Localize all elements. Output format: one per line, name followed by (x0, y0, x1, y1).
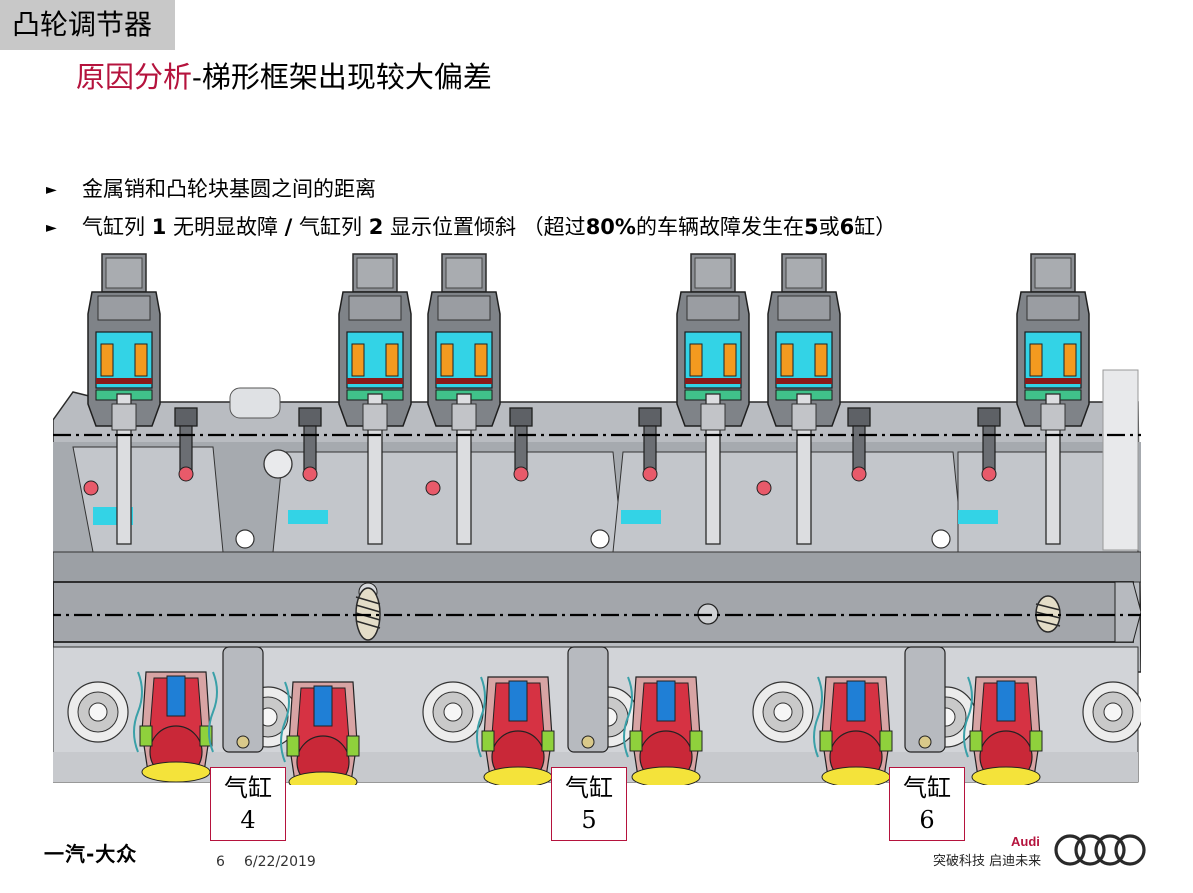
bank-number-1: 1 (151, 215, 167, 239)
cylinder-6-ref: 6 (839, 215, 855, 239)
camshaft-section-drawing (53, 253, 1141, 785)
audi-rings-icon (1054, 834, 1146, 866)
brand-name: Audi (1011, 834, 1040, 849)
cylinder-5-label: 气缸 5 (551, 767, 627, 841)
camshaft-section-figure (53, 252, 1141, 785)
slide-date: 6/22/2019 (244, 854, 316, 870)
cylinder-5-ref: 5 (803, 215, 819, 239)
slash: / (284, 215, 293, 239)
cylinder-4-label: 气缸 4 (210, 767, 286, 841)
cylinder-6-label: 气缸 6 (889, 767, 965, 841)
cylinder-5-word: 气缸 (565, 774, 613, 802)
bank-number-2: 2 (368, 215, 384, 239)
cylinder-6-word: 气缸 (903, 774, 951, 802)
title-accent: 原因分析 (76, 60, 193, 94)
cylinder-5-number: 5 (581, 806, 597, 834)
cylinder-6-number: 6 (919, 806, 935, 834)
cylinder-4-number: 4 (240, 806, 256, 834)
title-rest: -梯形框架出现较大偏差 (192, 60, 492, 94)
section-tag: 凸轮调节器 (0, 0, 175, 50)
bullet-text-2a: 气缸列 (82, 215, 152, 239)
slide-title: 原因分析-梯形框架出现较大偏差 (76, 55, 492, 99)
bullet-item-1: ► 金属销和凸轮块基圆之间的距离 (46, 170, 1166, 208)
brand-slogan: 突破科技 启迪未来 (933, 854, 1042, 869)
bullet-list: ► 金属销和凸轮块基圆之间的距离 ► 气缸列 1 无明显故障 / 气缸列 2 显… (46, 170, 1166, 246)
bullet-text-2k: 或 (818, 215, 840, 239)
arrow-bullet-icon: ► (46, 220, 57, 236)
company-logo: 一汽-大众 (44, 842, 138, 866)
bullet-text-2g: 显示位置倾斜 （超过 (383, 215, 586, 239)
arrow-bullet-icon: ► (46, 182, 57, 198)
page-number: 6 (216, 854, 225, 870)
bullet-item-2: ► 气缸列 1 无明显故障 / 气缸列 2 显示位置倾斜 （超过80%的车辆故障… (46, 208, 1166, 246)
cylinder-4-word: 气缸 (224, 774, 272, 802)
bullet-text-2e: 气缸列 (292, 215, 369, 239)
bullet-text-2m: 缸） (854, 215, 897, 239)
bullet-text-1: 金属销和凸轮块基圆之间的距离 (82, 177, 376, 201)
bullet-text-2i: 的车辆故障发生在 (635, 215, 804, 239)
percentage: 80% (585, 215, 636, 239)
bullet-text-2c: 无明显故障 (166, 215, 285, 239)
